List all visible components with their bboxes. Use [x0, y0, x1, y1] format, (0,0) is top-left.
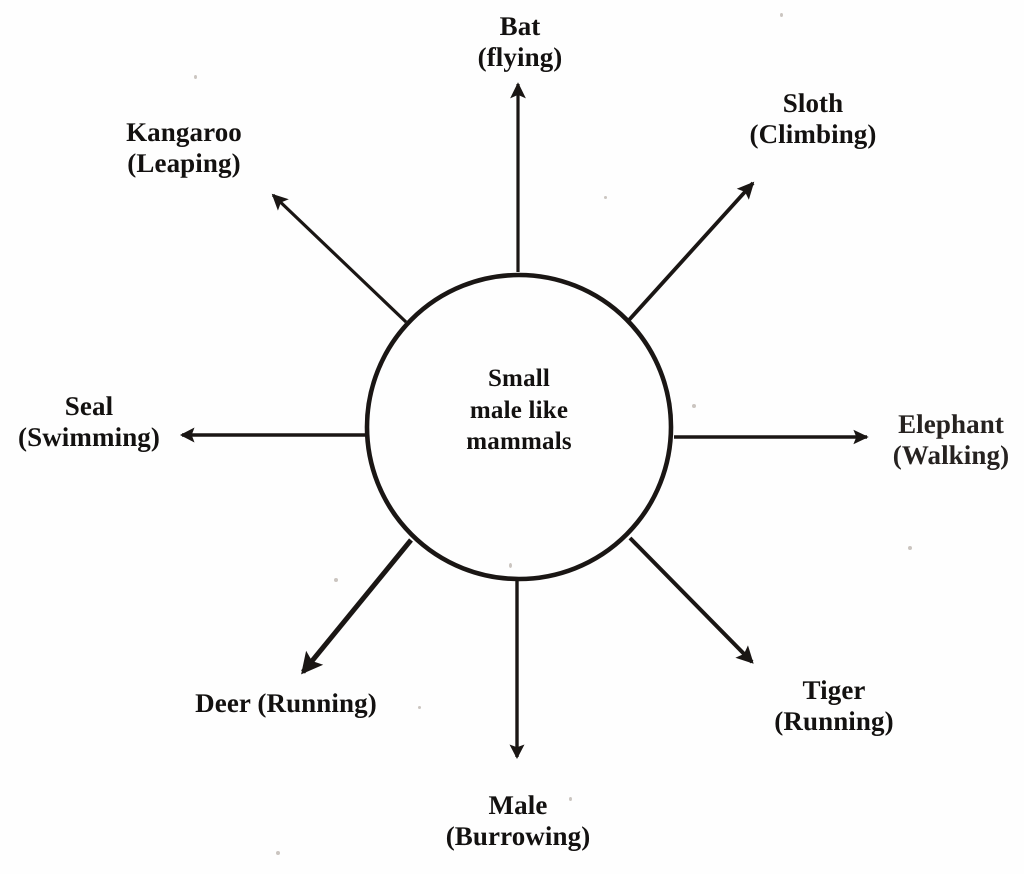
scan-speck [908, 546, 912, 550]
scan-speck [194, 75, 197, 79]
scan-speck [692, 404, 696, 408]
node-label-seal: Seal (Swimming) [18, 391, 160, 453]
center-node-label: Small male like mammals [466, 365, 572, 455]
scan-speck [509, 563, 512, 568]
arrow-deer [301, 538, 413, 675]
node-label-bat: Bat (flying) [477, 11, 563, 73]
node-label-tiger: Tiger (Running) [774, 675, 894, 737]
arrow-kangaroo [271, 193, 408, 324]
arrow-tiger [628, 536, 754, 664]
center-circle [364, 272, 674, 582]
scan-speck [418, 706, 421, 709]
node-label-sloth: Sloth (Climbing) [749, 88, 877, 150]
arrow-sloth [627, 181, 755, 322]
node-label-kangaroo: Kangaroo (Leaping) [126, 117, 242, 179]
node-label-elephant: Elephant (Walking) [892, 409, 1010, 471]
scan-speck [780, 13, 783, 17]
node-label-male: Male (Burrowing) [445, 790, 591, 852]
scan-speck [569, 797, 572, 801]
scan-speck [276, 851, 280, 855]
node-label-deer: Deer (Running) [195, 688, 377, 718]
scan-speck [334, 578, 338, 582]
scan-speck [604, 196, 607, 199]
